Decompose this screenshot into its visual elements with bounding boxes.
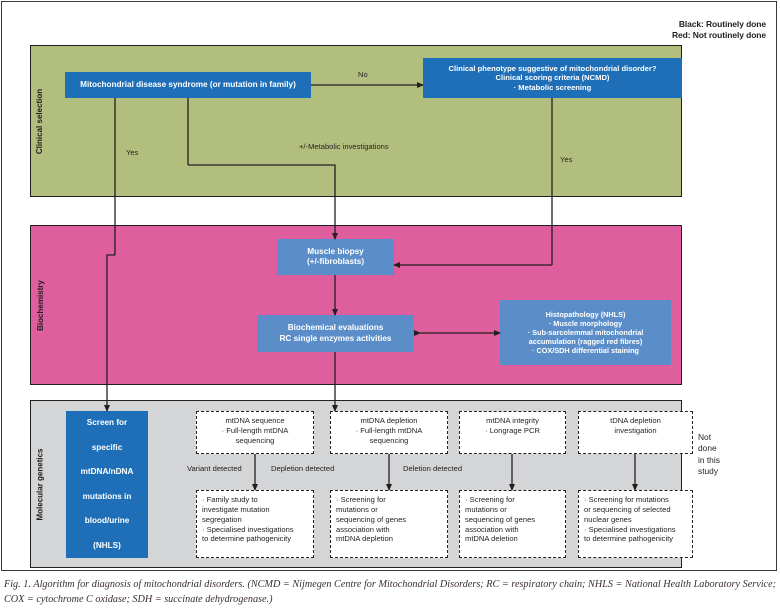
result-mtdna-deletion-line5: mtDNA deletion	[465, 534, 518, 544]
box-ncmd-line2: Clinical scoring criteria (NCMD)	[495, 73, 610, 83]
result-mtdna-depletion-line2: mutations or	[336, 504, 378, 514]
box-screen-line6: (NHLS)	[93, 540, 121, 550]
test-tdna-depletion-line1: tDNA depletion	[610, 416, 661, 425]
test-box-mtdna-depletion[interactable]: mtDNA depletion · Full-length mtDNA sequ…	[330, 411, 448, 454]
result-mtdna-deletion-line4: association with	[465, 524, 519, 534]
box-bioeval-line2: RC single enzymes activities	[279, 333, 392, 343]
result-tdna-depletion-line5: to determine pathogenicity	[584, 534, 674, 544]
result-mtdna-sequence-line2: investigate mutation	[202, 504, 270, 514]
test-mtdna-sequence-line1: mtDNA sequence	[225, 416, 285, 425]
box-screen-line1: Screen for	[86, 418, 128, 428]
result-mtdna-depletion-line5: mtDNA depletion	[336, 534, 393, 544]
note-not-done-in-this-study: Not done in this study	[698, 432, 746, 477]
result-mtdna-depletion-line4: association with	[336, 524, 390, 534]
section-label-biochemistry: Biochemistry	[35, 279, 45, 331]
figure-caption: Fig. 1. Algorithm for diagnosis of mitoc…	[4, 579, 776, 605]
test-box-tdna-depletion[interactable]: tDNA depletion investigation	[578, 411, 693, 454]
result-mtdna-sequence-line5: to determine pathogenicity	[202, 534, 292, 544]
connector-label-variant-detected: Variant detected	[187, 464, 242, 473]
result-mtdna-deletion-line3: sequencing of genes	[465, 514, 536, 524]
result-mtdna-depletion-line1: · Screening for	[336, 495, 386, 504]
box-biochemical-evaluations[interactable]: Biochemical evaluations RC single enzyme…	[257, 315, 414, 352]
box-screen-line2: specific	[91, 442, 123, 452]
test-mtdna-integrity-line1: mtDNA integrity	[486, 416, 539, 425]
box-screen-line5: blood/urine	[84, 516, 130, 526]
box-screen-line3: mtDNA/nDNA	[80, 467, 134, 477]
legend: Black: Routinely done Red: Not routinely…	[672, 19, 766, 42]
box-histo-line2: · Muscle morphology	[548, 318, 623, 328]
legend-line-red: Red: Not routinely done	[671, 30, 766, 41]
test-mtdna-sequence-line3: sequencing	[235, 435, 275, 445]
note-not-done-line2: done	[698, 443, 717, 454]
box-histo-line4: accumulation (ragged red fibres)	[528, 337, 643, 347]
test-box-mtdna-integrity[interactable]: mtDNA integrity · Longrage PCR	[459, 411, 566, 454]
box-clinical-phenotype-ncmd[interactable]: Clinical phenotype suggestive of mitocho…	[423, 58, 682, 98]
box-bioeval-line1: Biochemical evaluations	[287, 323, 384, 333]
result-tdna-depletion-line3: nuclear genes	[584, 514, 632, 524]
box-ncmd-line3: · Metabolic screening	[513, 82, 592, 92]
box-histo-line5: · COX/SDH differential staining	[531, 346, 640, 356]
result-tdna-depletion-line4: · Specialised investigations	[584, 524, 676, 534]
box-mds-line1: Mitochondrial disease syndrome (or mutat…	[80, 79, 296, 89]
result-box-mtdna-deletion[interactable]: · Screening for mutations or sequencing …	[459, 490, 566, 558]
connector-label-deletion-detected: Deletion detected	[403, 464, 463, 473]
box-histo-line3: · Sub-sarcolemmal mitochondrial	[527, 327, 644, 337]
section-label-molecular-genetics: Molecular genetics	[35, 447, 45, 521]
box-biopsy-line1: Muscle biopsy	[307, 246, 364, 256]
box-screen-line4: mutations in	[82, 491, 132, 501]
box-mitochondrial-disease-syndrome[interactable]: Mitochondrial disease syndrome (or mutat…	[65, 72, 311, 98]
note-not-done-line3: in this	[698, 454, 720, 465]
note-not-done-line1: Not	[698, 432, 712, 442]
test-mtdna-depletion-line1: mtDNA depletion	[360, 416, 418, 425]
test-mtdna-integrity-line2: · Longrage PCR	[485, 425, 540, 435]
box-histopathology[interactable]: Histopathology (NHLS) · Muscle morpholog…	[500, 300, 671, 365]
box-ncmd-line1: Clinical phenotype suggestive of mitocho…	[448, 63, 657, 73]
box-biopsy-line2: (+/-fibroblasts)	[306, 257, 365, 266]
connector-label-metabolic-investigations: +/-Metabolic investigations	[299, 142, 389, 151]
result-mtdna-deletion-line1: · Screening for	[465, 495, 515, 504]
result-tdna-depletion-line2: or sequencing of selected	[584, 504, 671, 514]
result-mtdna-sequence-line4: · Specialised investigations	[202, 524, 294, 534]
result-mtdna-sequence-line3: segregation	[202, 514, 242, 524]
result-mtdna-sequence-line1: · Family study to	[202, 495, 258, 504]
test-mtdna-depletion-line2: · Full-length mtDNA	[355, 425, 423, 435]
test-mtdna-sequence-line2: · Full-length mtDNA	[221, 425, 289, 435]
legend-line-black: Black: Routinely done	[678, 19, 766, 29]
result-box-mtdna-sequence[interactable]: · Family study to investigate mutation s…	[196, 490, 314, 558]
section-label-clinical-selection: Clinical selection	[35, 88, 45, 154]
result-mtdna-deletion-line2: mutations or	[465, 504, 507, 514]
connector-label-yes-right: Yes	[560, 155, 573, 164]
test-tdna-depletion-line2: investigation	[614, 425, 657, 435]
connector-label-no: No	[358, 70, 368, 79]
box-muscle-biopsy[interactable]: Muscle biopsy (+/-fibroblasts)	[277, 239, 394, 275]
note-not-done-line4: study	[698, 466, 719, 477]
result-box-tdna-depletion[interactable]: · Screening for mutations or sequencing …	[578, 490, 693, 558]
connector-label-depletion-detected: Depletion detected	[271, 464, 335, 473]
result-box-mtdna-depletion[interactable]: · Screening for mutations or sequencing …	[330, 490, 448, 558]
box-screen-for-specific-mutations[interactable]: Screen for specific mtDNA/nDNA mutations…	[66, 411, 148, 558]
test-box-mtdna-sequence[interactable]: mtDNA sequence · Full-length mtDNA seque…	[196, 411, 314, 454]
box-histo-line1: Histopathology (NHLS)	[545, 309, 626, 319]
test-mtdna-depletion-line3: sequencing	[369, 435, 409, 445]
result-tdna-depletion-line1: · Screening for mutations	[584, 495, 669, 504]
connector-label-yes-left: Yes	[126, 148, 139, 157]
result-mtdna-depletion-line3: sequencing of genes	[336, 514, 407, 524]
